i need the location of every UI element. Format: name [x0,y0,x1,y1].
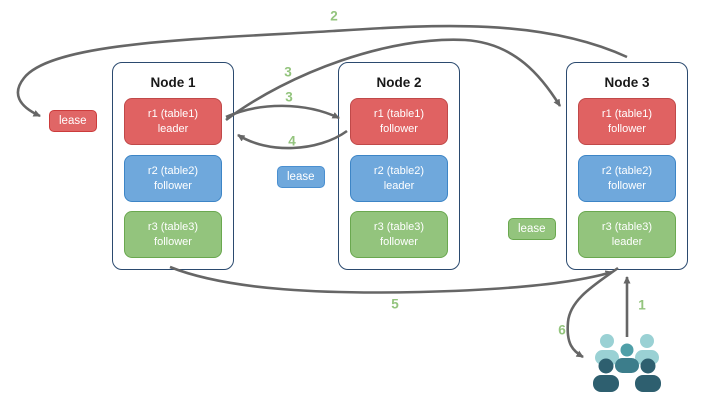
lease-tag-table2: lease [277,166,325,188]
node-1: Node 1 r1 (table1) leader r2 (table2) fo… [112,62,234,270]
node-title: Node 2 [376,75,422,90]
replica-r2-node2: r2 (table2) leader [350,155,448,202]
lease-tag-table1: lease [49,110,97,132]
replica-name: r3 (table3) [373,221,425,234]
replica-role: follower [380,235,418,248]
step-label-2: 2 [330,8,338,24]
replica-name: r2 (table2) [373,165,425,178]
replica-r1-node1: r1 (table1) leader [124,98,222,145]
replica-name: r2 (table2) [601,165,653,178]
replica-role: leader [611,235,643,248]
users-group-icon [593,334,661,392]
replica-name: r1 (table1) [147,108,199,121]
replica-r3-node3: r3 (table3) leader [578,211,676,258]
node-title: Node 3 [604,75,650,90]
replica-r3-node2: r3 (table3) follower [350,211,448,258]
step-label-3a: 3 [284,64,292,80]
step-label-1: 1 [638,297,646,313]
replica-name: r1 (table1) [601,108,653,121]
step-label-5: 5 [391,296,399,312]
replica-name: r1 (table1) [373,108,425,121]
replica-name: r3 (table3) [601,221,653,234]
step-label-6: 6 [558,322,566,338]
step-label-4: 4 [288,133,296,149]
node-title: Node 1 [150,75,196,90]
arrow-step-2 [16,24,628,118]
replica-role: follower [608,122,646,135]
replica-name: r2 (table2) [147,165,199,178]
replica-r2-node1: r2 (table2) follower [124,155,222,202]
arrow-step-3-to-node2 [225,104,340,120]
lease-tag-table3: lease [508,218,556,240]
replica-role: follower [154,179,192,192]
replica-r1-node3: r1 (table1) follower [578,98,676,145]
arrow-step-5 [169,265,613,294]
replica-role: follower [380,122,418,135]
replica-name: r3 (table3) [147,221,199,234]
replica-role: follower [154,235,192,248]
node-2: Node 2 r1 (table1) follower r2 (table2) … [338,62,460,270]
replica-r1-node2: r1 (table1) follower [350,98,448,145]
replica-r3-node1: r3 (table3) follower [124,211,222,258]
step-label-3b: 3 [285,89,293,105]
replica-role: leader [157,122,189,135]
replica-role: follower [608,179,646,192]
node-3: Node 3 r1 (table1) follower r2 (table2) … [566,62,688,270]
replica-r2-node3: r2 (table2) follower [578,155,676,202]
replica-role: leader [383,179,415,192]
